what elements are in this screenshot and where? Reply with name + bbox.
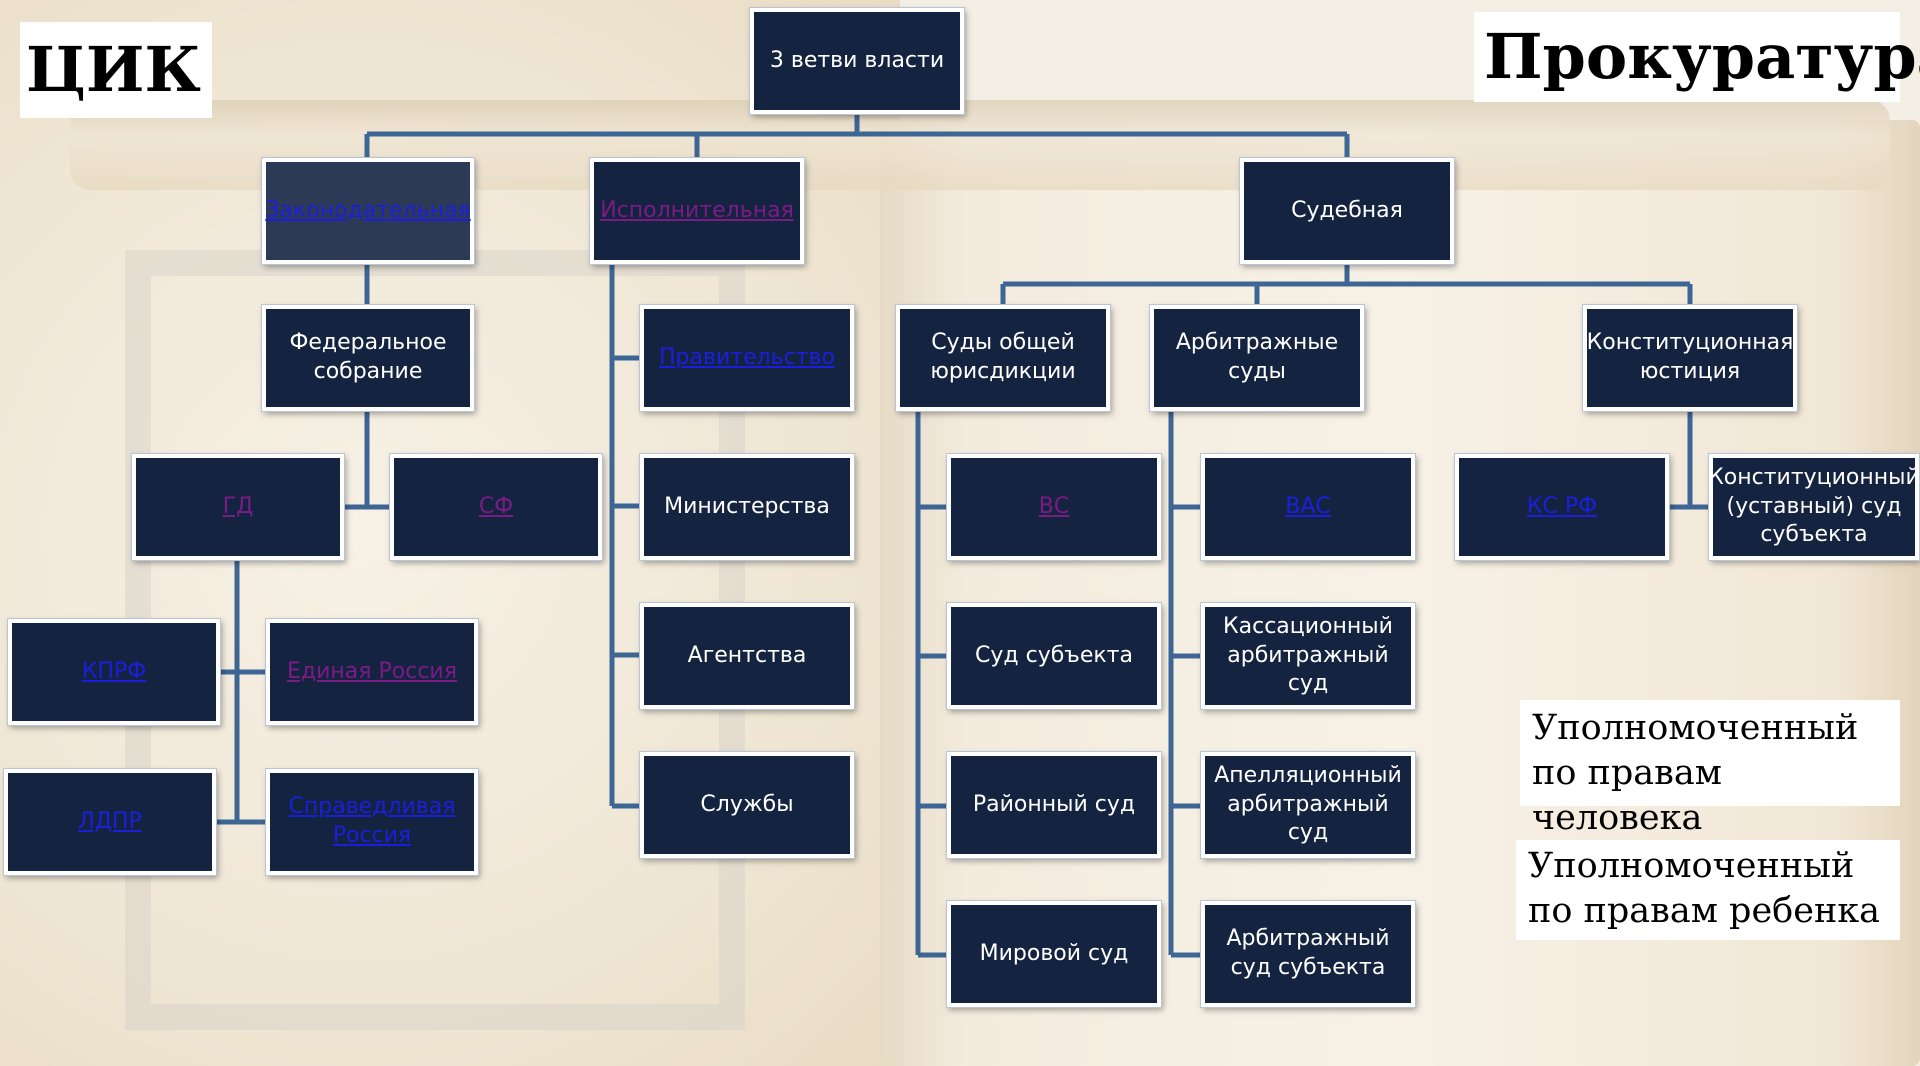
node-services-label: Службы <box>700 791 794 817</box>
united-russia-link[interactable]: Единая Россия <box>287 658 457 684</box>
node-ministries: Министерства <box>640 454 854 560</box>
node-arbitration-courts-label: Арбитражные суды <box>1175 330 1339 384</box>
node-federal-assembly: Федеральное собрание <box>262 305 474 411</box>
node-subject-constitutional-court: Конституционный (уставный) суд субъекта <box>1708 454 1920 560</box>
node-general-courts: Суды общей юрисдикции <box>896 305 1110 411</box>
node-ldpr[interactable]: ЛДПР <box>4 769 216 875</box>
vas-link[interactable]: ВАС <box>1285 493 1331 519</box>
node-magistrate-court-label: Мировой суд <box>979 940 1129 966</box>
node-legislative[interactable]: Законодательная <box>262 158 474 264</box>
node-vas[interactable]: ВАС <box>1201 454 1415 560</box>
node-gd[interactable]: ГД <box>132 454 344 560</box>
node-constitutional-justice: Конституционная юстиция <box>1583 305 1797 411</box>
executive-link[interactable]: Исполнительная <box>600 197 794 223</box>
node-federal-assembly-label: Федеральное собрание <box>289 330 447 384</box>
node-appeal-arbitration-label: Апелляционный арбитражный суд <box>1214 763 1402 846</box>
node-subject-arbitration: Арбитражный суд субъекта <box>1201 901 1415 1007</box>
ldpr-link[interactable]: ЛДПР <box>78 808 142 834</box>
node-ks-rf[interactable]: КС РФ <box>1455 454 1669 560</box>
node-kprf[interactable]: КПРФ <box>8 619 220 725</box>
node-subject-constitutional-court-label: Конституционный (уставный) суд субъекта <box>1708 465 1920 548</box>
ombudsman-human-rights-label: Уполномоченный по правам человека <box>1520 700 1900 838</box>
node-subject-court: Суд субъекта <box>947 603 1161 709</box>
node-root-label: 3 ветви власти <box>769 47 945 73</box>
ks-rf-link[interactable]: КС РФ <box>1526 493 1598 519</box>
government-link[interactable]: Правительство <box>659 344 835 370</box>
node-subject-arbitration-label: Арбитражный суд субъекта <box>1226 926 1390 980</box>
node-ministries-label: Министерства <box>664 493 830 519</box>
node-vs[interactable]: ВС <box>947 454 1161 560</box>
node-services: Службы <box>640 752 854 858</box>
node-just-russia[interactable]: Справедливая Россия <box>266 769 478 875</box>
just-russia-link[interactable]: Справедливая Россия <box>288 794 456 848</box>
legislative-link[interactable]: Законодательная <box>265 197 471 223</box>
node-general-courts-label: Суды общей юрисдикции <box>930 330 1076 384</box>
node-agencies-label: Агентства <box>687 642 807 668</box>
cik-label: ЦИК <box>20 22 212 118</box>
node-magistrate-court: Мировой суд <box>947 901 1161 1007</box>
node-constitutional-justice-label: Конституционная юстиция <box>1586 330 1794 384</box>
node-subject-court-label: Суд субъекта <box>975 642 1133 668</box>
node-cassation-arbitration: Кассационный арбитражный суд <box>1201 603 1415 709</box>
node-cassation-arbitration-label: Кассационный арбитражный суд <box>1223 614 1393 697</box>
node-government[interactable]: Правительство <box>640 305 854 411</box>
node-root: 3 ветви власти <box>750 8 964 114</box>
node-district-court-label: Районный суд <box>972 791 1136 817</box>
gd-link[interactable]: ГД <box>222 493 254 519</box>
node-judicial: Судебная <box>1240 158 1454 264</box>
node-executive[interactable]: Исполнительная <box>590 158 804 264</box>
node-arbitration-courts: Арбитражные суды <box>1150 305 1364 411</box>
node-agencies: Агентства <box>640 603 854 709</box>
node-district-court: Районный суд <box>947 752 1161 858</box>
node-judicial-label: Судебная <box>1291 197 1403 223</box>
node-sf[interactable]: СФ <box>390 454 602 560</box>
vs-link[interactable]: ВС <box>1038 493 1070 519</box>
node-appeal-arbitration: Апелляционный арбитражный суд <box>1201 752 1415 858</box>
prosecutor-label: Прокуратура <box>1474 12 1920 102</box>
node-united-russia[interactable]: Единая Россия <box>266 619 478 725</box>
sf-link[interactable]: СФ <box>478 493 514 519</box>
kprf-link[interactable]: КПРФ <box>81 658 147 684</box>
ombudsman-child-rights-label: Уполномоченный по правам ребенка <box>1516 840 1900 940</box>
